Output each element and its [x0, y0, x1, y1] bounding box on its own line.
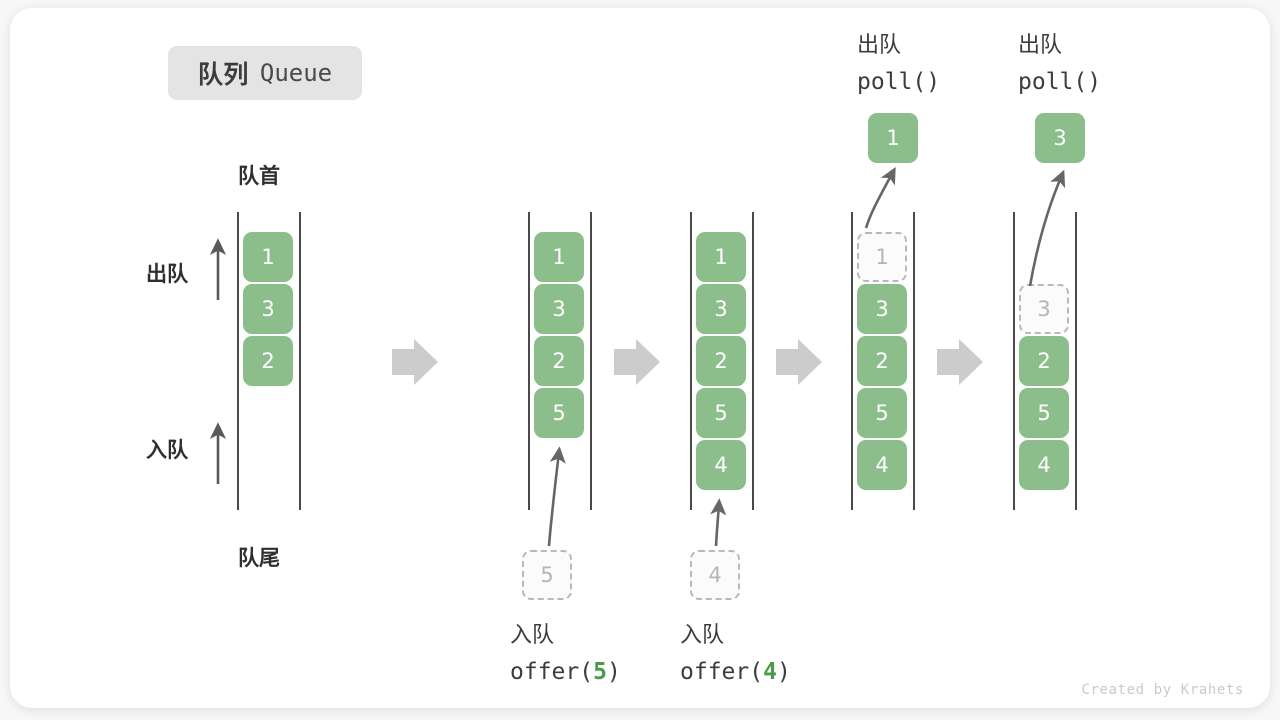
col1-cell-0: 1: [243, 232, 293, 282]
col5-cell-4: 4: [1019, 440, 1069, 490]
col5-rail-right: [1075, 212, 1077, 510]
dequeue-direction-label: 出队: [146, 263, 188, 286]
col3-cell-0: 1: [696, 232, 746, 282]
col3-cell-2: 2: [696, 336, 746, 386]
offer5-fn-pre: offer(: [510, 659, 594, 685]
col1-rail-left: [237, 212, 239, 510]
enqueue-direction-label: 入队: [146, 439, 188, 462]
col5-cell-1-ghost: 3: [1019, 284, 1069, 334]
watermark-credit: Created by Krahets: [1081, 682, 1244, 698]
col4-cell-2: 2: [857, 336, 907, 386]
col2-incoming-ghost-cell: 5: [522, 550, 572, 600]
caption-poll-2-cn: 出队: [1018, 33, 1063, 58]
col2-cell-2: 2: [534, 336, 584, 386]
title-badge: 队列 Queue: [168, 46, 362, 100]
col2-cell-0: 1: [534, 232, 584, 282]
col1-rail-right: [299, 212, 301, 510]
caption-offer-4-code: offer(4): [680, 654, 791, 690]
caption-offer-5-code: offer(5): [510, 654, 621, 690]
col3-rail-right: [752, 212, 754, 510]
poll2-fn-pre: poll(: [1018, 69, 1088, 95]
caption-offer-5-cn: 入队: [510, 623, 555, 648]
col3-rail-left: [690, 212, 692, 510]
col4-rail-right: [913, 212, 915, 510]
poll2-fn-post: ): [1087, 69, 1102, 95]
offer5-arg: 5: [593, 659, 607, 685]
caption-poll-2: 出队 poll(): [1018, 28, 1101, 100]
col1-cell-1: 3: [243, 284, 293, 334]
col4-cell-0-ghost: 1: [857, 232, 907, 282]
col3-incoming-ghost-cell: 4: [690, 550, 740, 600]
offer4-fn-pre: offer(: [680, 659, 764, 685]
col2-rail-left: [528, 212, 530, 510]
col4-cell-1: 3: [857, 284, 907, 334]
caption-offer-5: 入队 offer(5): [510, 618, 621, 690]
col4-cell-4: 4: [857, 440, 907, 490]
col3-cell-4: 4: [696, 440, 746, 490]
col2-cell-3: 5: [534, 388, 584, 438]
card-background: [10, 8, 1270, 708]
col4-outgoing-cell: 1: [868, 113, 918, 163]
col3-cell-3: 5: [696, 388, 746, 438]
caption-poll-1-code: poll(): [857, 64, 940, 100]
col1-cell-2: 2: [243, 336, 293, 386]
col4-cell-3: 5: [857, 388, 907, 438]
offer5-fn-post: ): [606, 659, 621, 685]
caption-poll-1-cn: 出队: [857, 33, 902, 58]
title-english: Queue: [259, 59, 333, 87]
queue-tail-label: 队尾: [238, 547, 280, 570]
queue-head-label: 队首: [238, 165, 280, 188]
col5-cell-3: 5: [1019, 388, 1069, 438]
col3-cell-1: 3: [696, 284, 746, 334]
title-chinese: 队列: [197, 61, 249, 89]
col4-rail-left: [851, 212, 853, 510]
poll1-fn-post: ): [926, 69, 941, 95]
offer4-fn-post: ): [776, 659, 791, 685]
col2-rail-right: [590, 212, 592, 510]
poll1-fn-pre: poll(: [857, 69, 927, 95]
caption-offer-4: 入队 offer(4): [680, 618, 791, 690]
col5-rail-left: [1013, 212, 1015, 510]
caption-poll-1: 出队 poll(): [857, 28, 940, 100]
caption-poll-2-code: poll(): [1018, 64, 1101, 100]
col2-cell-1: 3: [534, 284, 584, 334]
col5-cell-2: 2: [1019, 336, 1069, 386]
col5-outgoing-cell: 3: [1035, 113, 1085, 163]
offer4-arg: 4: [763, 659, 777, 685]
caption-offer-4-cn: 入队: [680, 623, 725, 648]
